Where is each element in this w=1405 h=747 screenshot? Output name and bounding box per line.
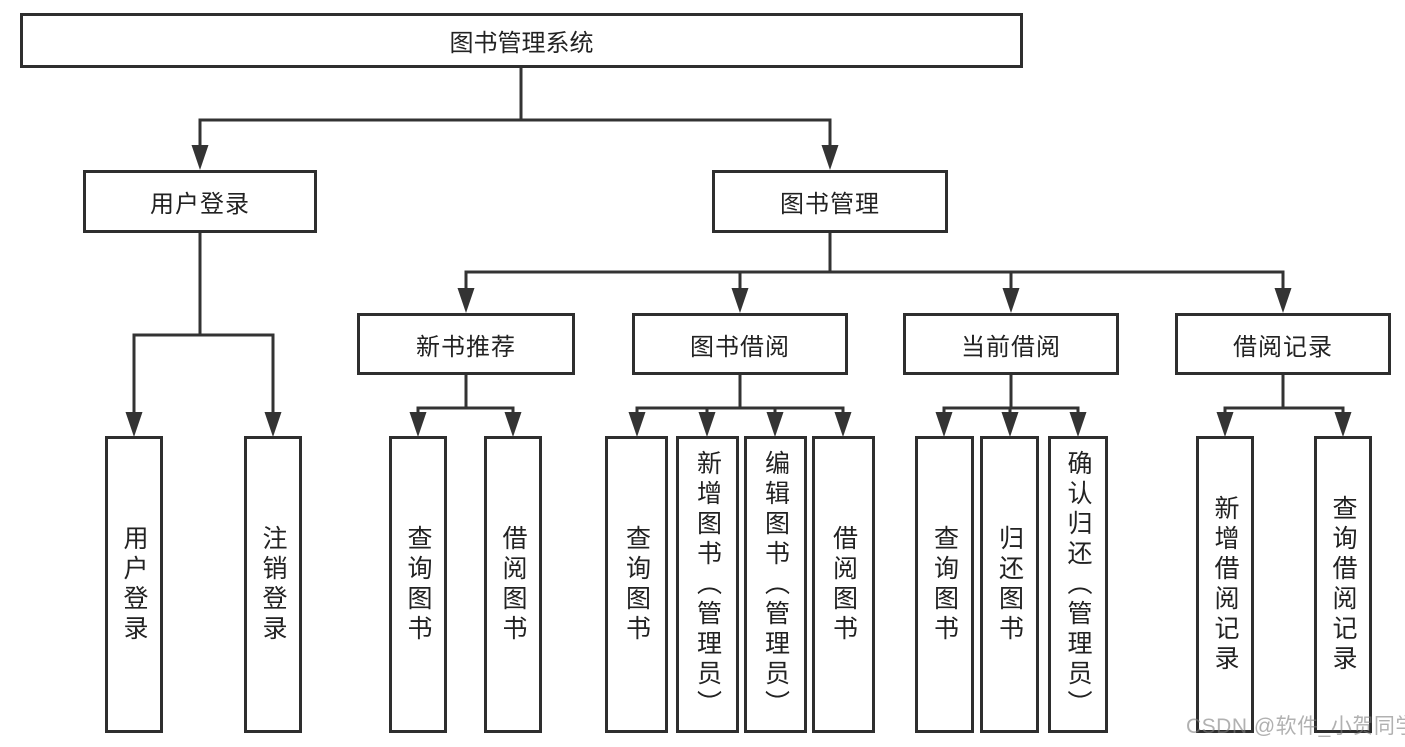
node-borrow-records: 借阅记录	[1175, 313, 1391, 375]
node-label: 用户登录	[150, 191, 250, 218]
node-user-login: 用户登录	[83, 170, 317, 233]
node-label: 图书管理	[780, 191, 880, 218]
node-book-borrow: 图书借阅	[632, 313, 848, 375]
leaf-user-login: 用户登录	[105, 436, 163, 733]
leaf-add-borrow-record: 新增借阅记录	[1196, 436, 1254, 733]
node-label: 查询图书	[622, 524, 651, 645]
node-new-book-recommend: 新书推荐	[357, 313, 575, 375]
leaf-logout: 注销登录	[244, 436, 302, 733]
leaf-query-borrow-record: 查询借阅记录	[1314, 436, 1372, 733]
arrowhead-group	[125, 145, 1352, 437]
node-book-management: 图书管理	[712, 170, 948, 233]
leaf-query-books-current: 查询图书	[915, 436, 974, 733]
leaf-query-books-borrow: 查询图书	[605, 436, 668, 733]
leaf-edit-books-admin: 编辑图书（管理员）	[744, 436, 807, 733]
node-label: 查询图书	[930, 524, 959, 645]
node-label: 查询图书	[404, 524, 432, 645]
node-label: 借阅记录	[1233, 333, 1333, 361]
node-label: 图书借阅	[690, 333, 790, 361]
node-label: 当前借阅	[961, 333, 1061, 361]
node-label: 新增图书（管理员）	[693, 449, 722, 720]
node-label: 编辑图书（管理员）	[761, 449, 790, 720]
node-label: 查询借阅记录	[1329, 494, 1357, 675]
leaf-borrow-books-recommend: 借阅图书	[484, 436, 542, 733]
csdn-watermark: CSDN @软件_小贺同学	[1186, 715, 1405, 738]
node-root-system: 图书管理系统	[20, 13, 1023, 68]
node-label: 用户登录	[120, 524, 148, 645]
leaf-borrow-books: 借阅图书	[812, 436, 875, 733]
node-label: 确认归还（管理员）	[1064, 449, 1092, 720]
leaf-query-books-recommend: 查询图书	[389, 436, 447, 733]
leaf-return-books: 归还图书	[980, 436, 1039, 733]
node-label: 借阅图书	[829, 524, 858, 645]
node-label: 图书管理系统	[449, 30, 594, 57]
node-label: 归还图书	[995, 524, 1024, 645]
leaf-confirm-return-admin: 确认归还（管理员）	[1048, 436, 1108, 733]
node-label: 注销登录	[259, 524, 287, 645]
node-current-borrow: 当前借阅	[903, 313, 1119, 375]
node-label: 新增借阅记录	[1211, 494, 1239, 675]
node-label: 新书推荐	[416, 333, 516, 361]
node-label: 借阅图书	[499, 524, 527, 645]
leaf-add-books-admin: 新增图书（管理员）	[676, 436, 739, 733]
